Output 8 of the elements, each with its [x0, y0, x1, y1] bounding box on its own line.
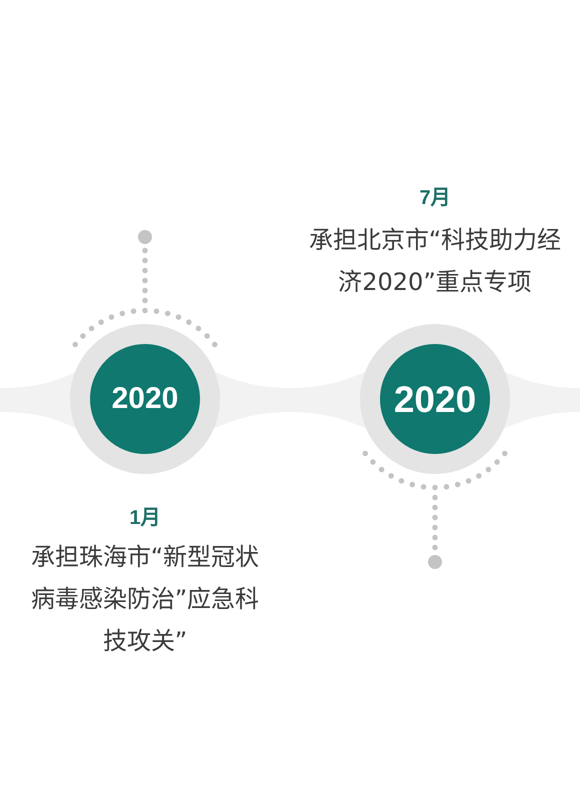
- year-label: 2020: [394, 380, 476, 418]
- end-dot: [428, 555, 442, 569]
- event-description: 承担珠海市“新型冠状病毒感染防治”应急科技攻关”: [30, 542, 260, 657]
- end-dot: [138, 230, 152, 244]
- year-label: 2020: [112, 384, 178, 414]
- month-label: 7月: [419, 186, 451, 210]
- event-description: 承担北京市“科技助力经济2020”重点专项: [308, 225, 562, 298]
- month-label: 1月: [129, 506, 161, 530]
